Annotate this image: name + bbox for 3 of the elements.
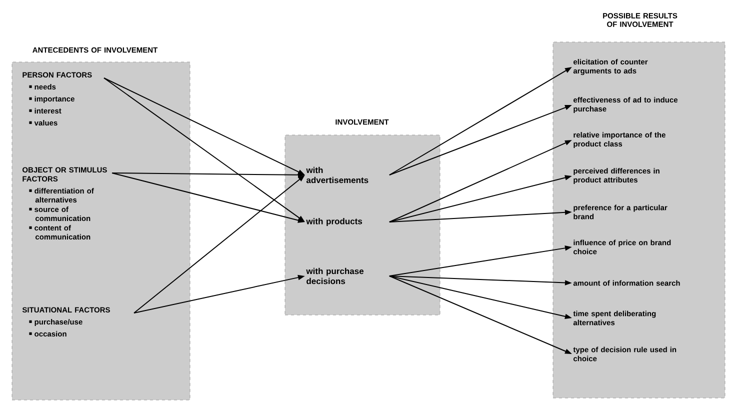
- item-label: with advertisements: [306, 166, 368, 184]
- item-label: with products: [306, 218, 362, 226]
- item-label: with purchase decisions: [306, 268, 364, 284]
